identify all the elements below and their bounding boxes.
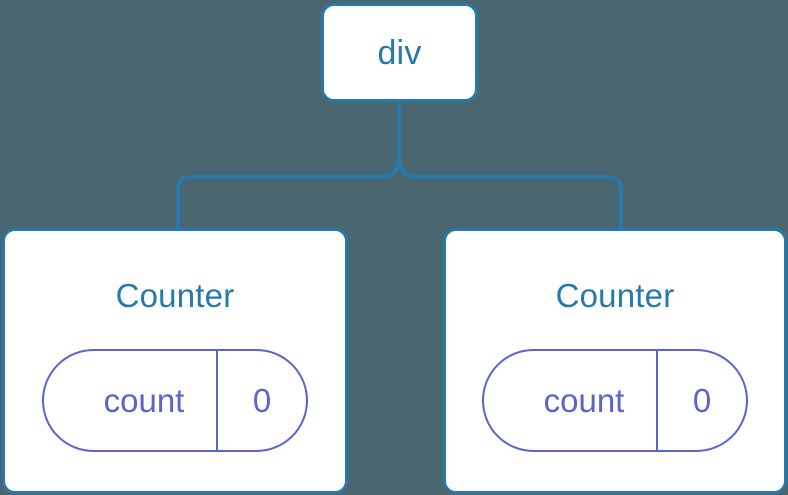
state-key-label: count xyxy=(103,382,185,419)
connector-branch-right xyxy=(397,151,623,229)
node-div[interactable]: div xyxy=(321,3,478,102)
node-counter-left-label: Counter xyxy=(115,277,235,314)
state-value-label: 0 xyxy=(216,351,306,450)
node-counter-right-label: Counter xyxy=(555,277,675,314)
state-key-label: count xyxy=(543,382,625,419)
connector-branch-left xyxy=(176,151,401,229)
state-value-label: 0 xyxy=(656,351,746,450)
node-counter-left[interactable]: Counter count 0 xyxy=(2,228,348,494)
state-pill-counter-left[interactable]: count 0 xyxy=(42,349,308,452)
node-div-label: div xyxy=(377,33,422,72)
state-pill-counter-right[interactable]: count 0 xyxy=(482,349,748,452)
node-counter-right[interactable]: Counter count 0 xyxy=(443,228,787,494)
